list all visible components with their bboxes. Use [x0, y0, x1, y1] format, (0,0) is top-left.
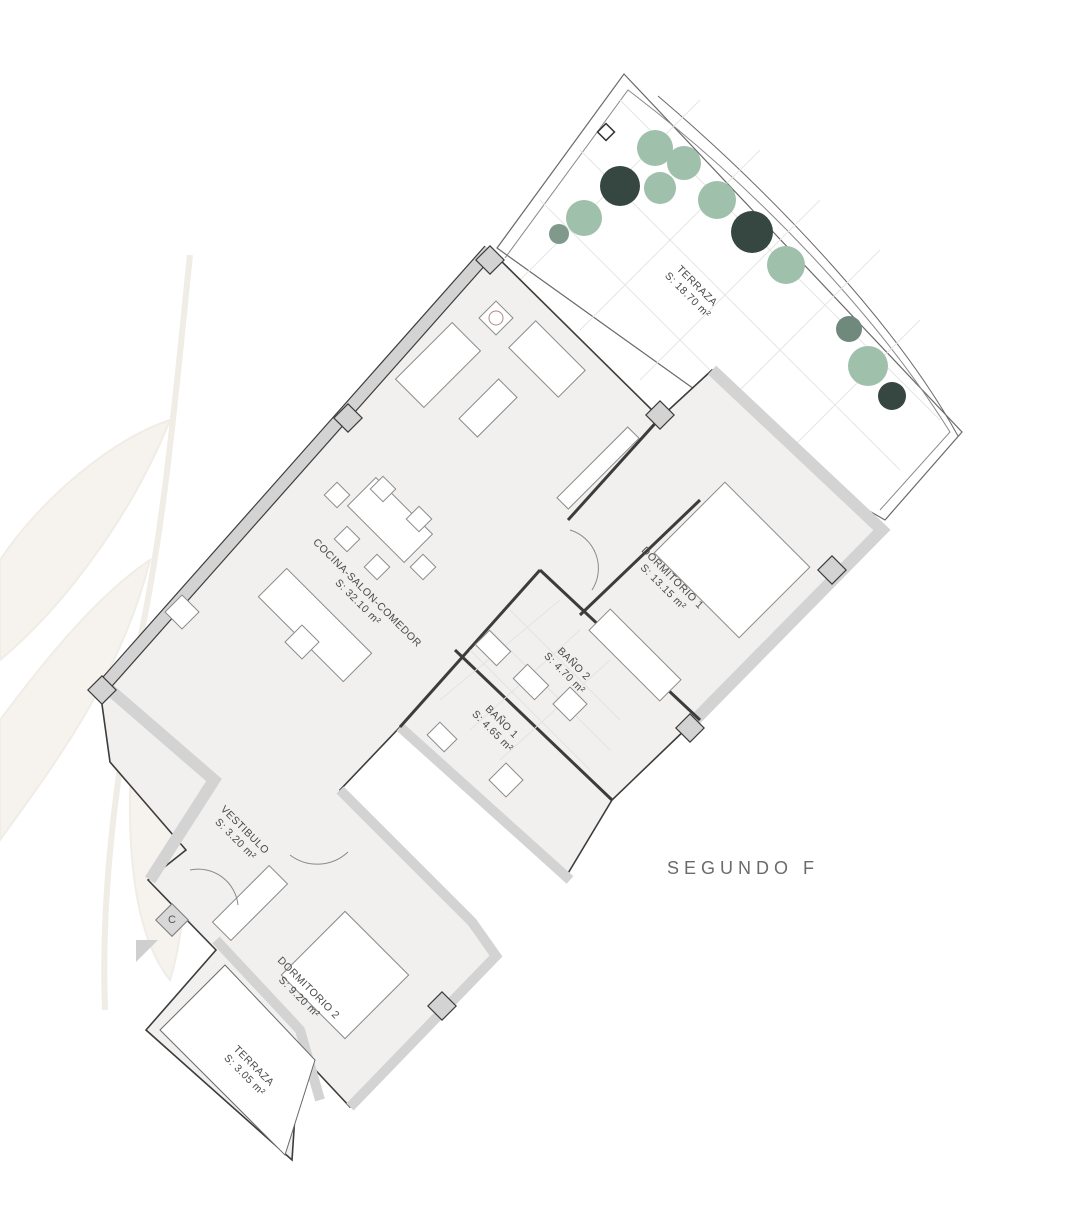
living-furniture — [159, 300, 811, 1156]
floor-title: SEGUNDO F — [667, 858, 820, 878]
entry-marker-label: C — [168, 913, 176, 926]
apartment-walls — [87, 245, 891, 1162]
terrace-plants — [549, 130, 906, 410]
door-swings — [189, 529, 599, 906]
entry-arrow-icon — [136, 940, 158, 962]
